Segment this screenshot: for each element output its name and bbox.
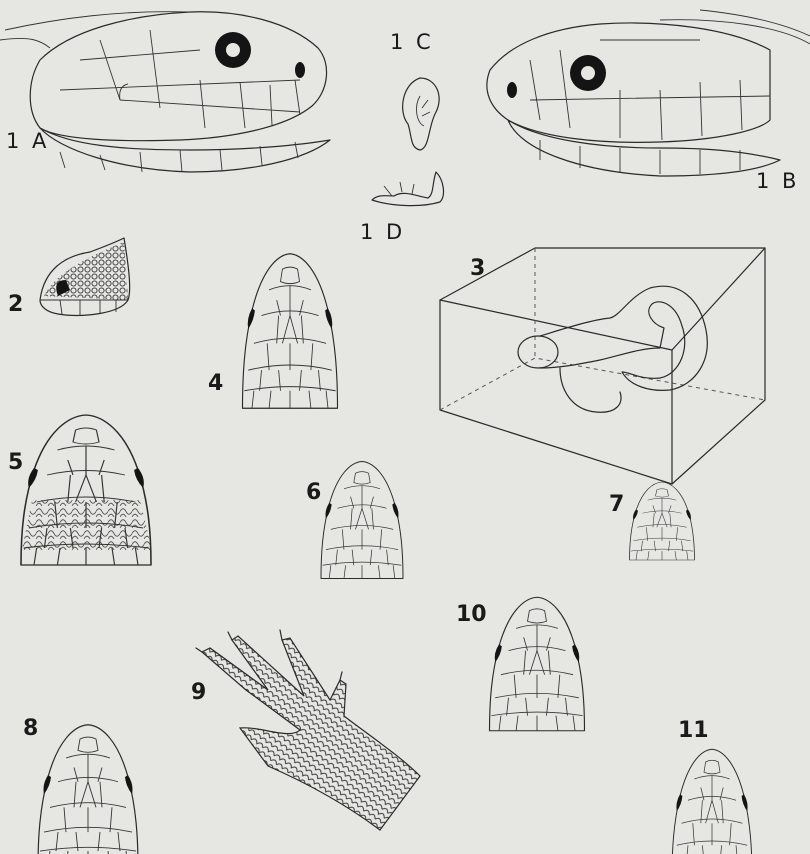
figure-1c-drawing (403, 78, 439, 150)
figure-10-head-drawing (490, 597, 585, 731)
figure-label-4: 4 (208, 373, 223, 395)
figure-1a-head-drawing (0, 12, 330, 172)
figure-label-2: 2 (8, 294, 23, 316)
figure-label-1c: 1 C (390, 32, 434, 53)
figure-9-foot-drawing (196, 630, 420, 830)
figure-2-drawing (40, 238, 130, 316)
figure-5-head-drawing (21, 415, 152, 565)
figure-label-1b: 1 B (756, 171, 799, 192)
figure-4-head-drawing (243, 254, 338, 409)
figure-1b-head-drawing (487, 10, 810, 176)
figure-11-head-drawing (672, 749, 752, 854)
figure-label-5: 5 (8, 452, 23, 474)
figure-6-head-drawing (321, 462, 403, 579)
figure-label-6: 6 (306, 482, 321, 504)
figure-7-head-drawing (630, 482, 695, 560)
figure-label-7: 7 (609, 494, 624, 516)
figure-3-box-drawing (440, 248, 765, 484)
figure-label-1a: 1 A (6, 131, 49, 152)
figure-8-head-drawing (38, 725, 138, 854)
figure-label-3: 3 (470, 258, 485, 280)
figure-label-10: 10 (456, 604, 487, 626)
figure-1d-drawing (372, 172, 443, 206)
figure-label-11: 11 (678, 720, 709, 742)
figure-label-9: 9 (191, 682, 206, 704)
figure-label-1d: 1 D (360, 222, 405, 243)
figure-label-8: 8 (23, 718, 38, 740)
